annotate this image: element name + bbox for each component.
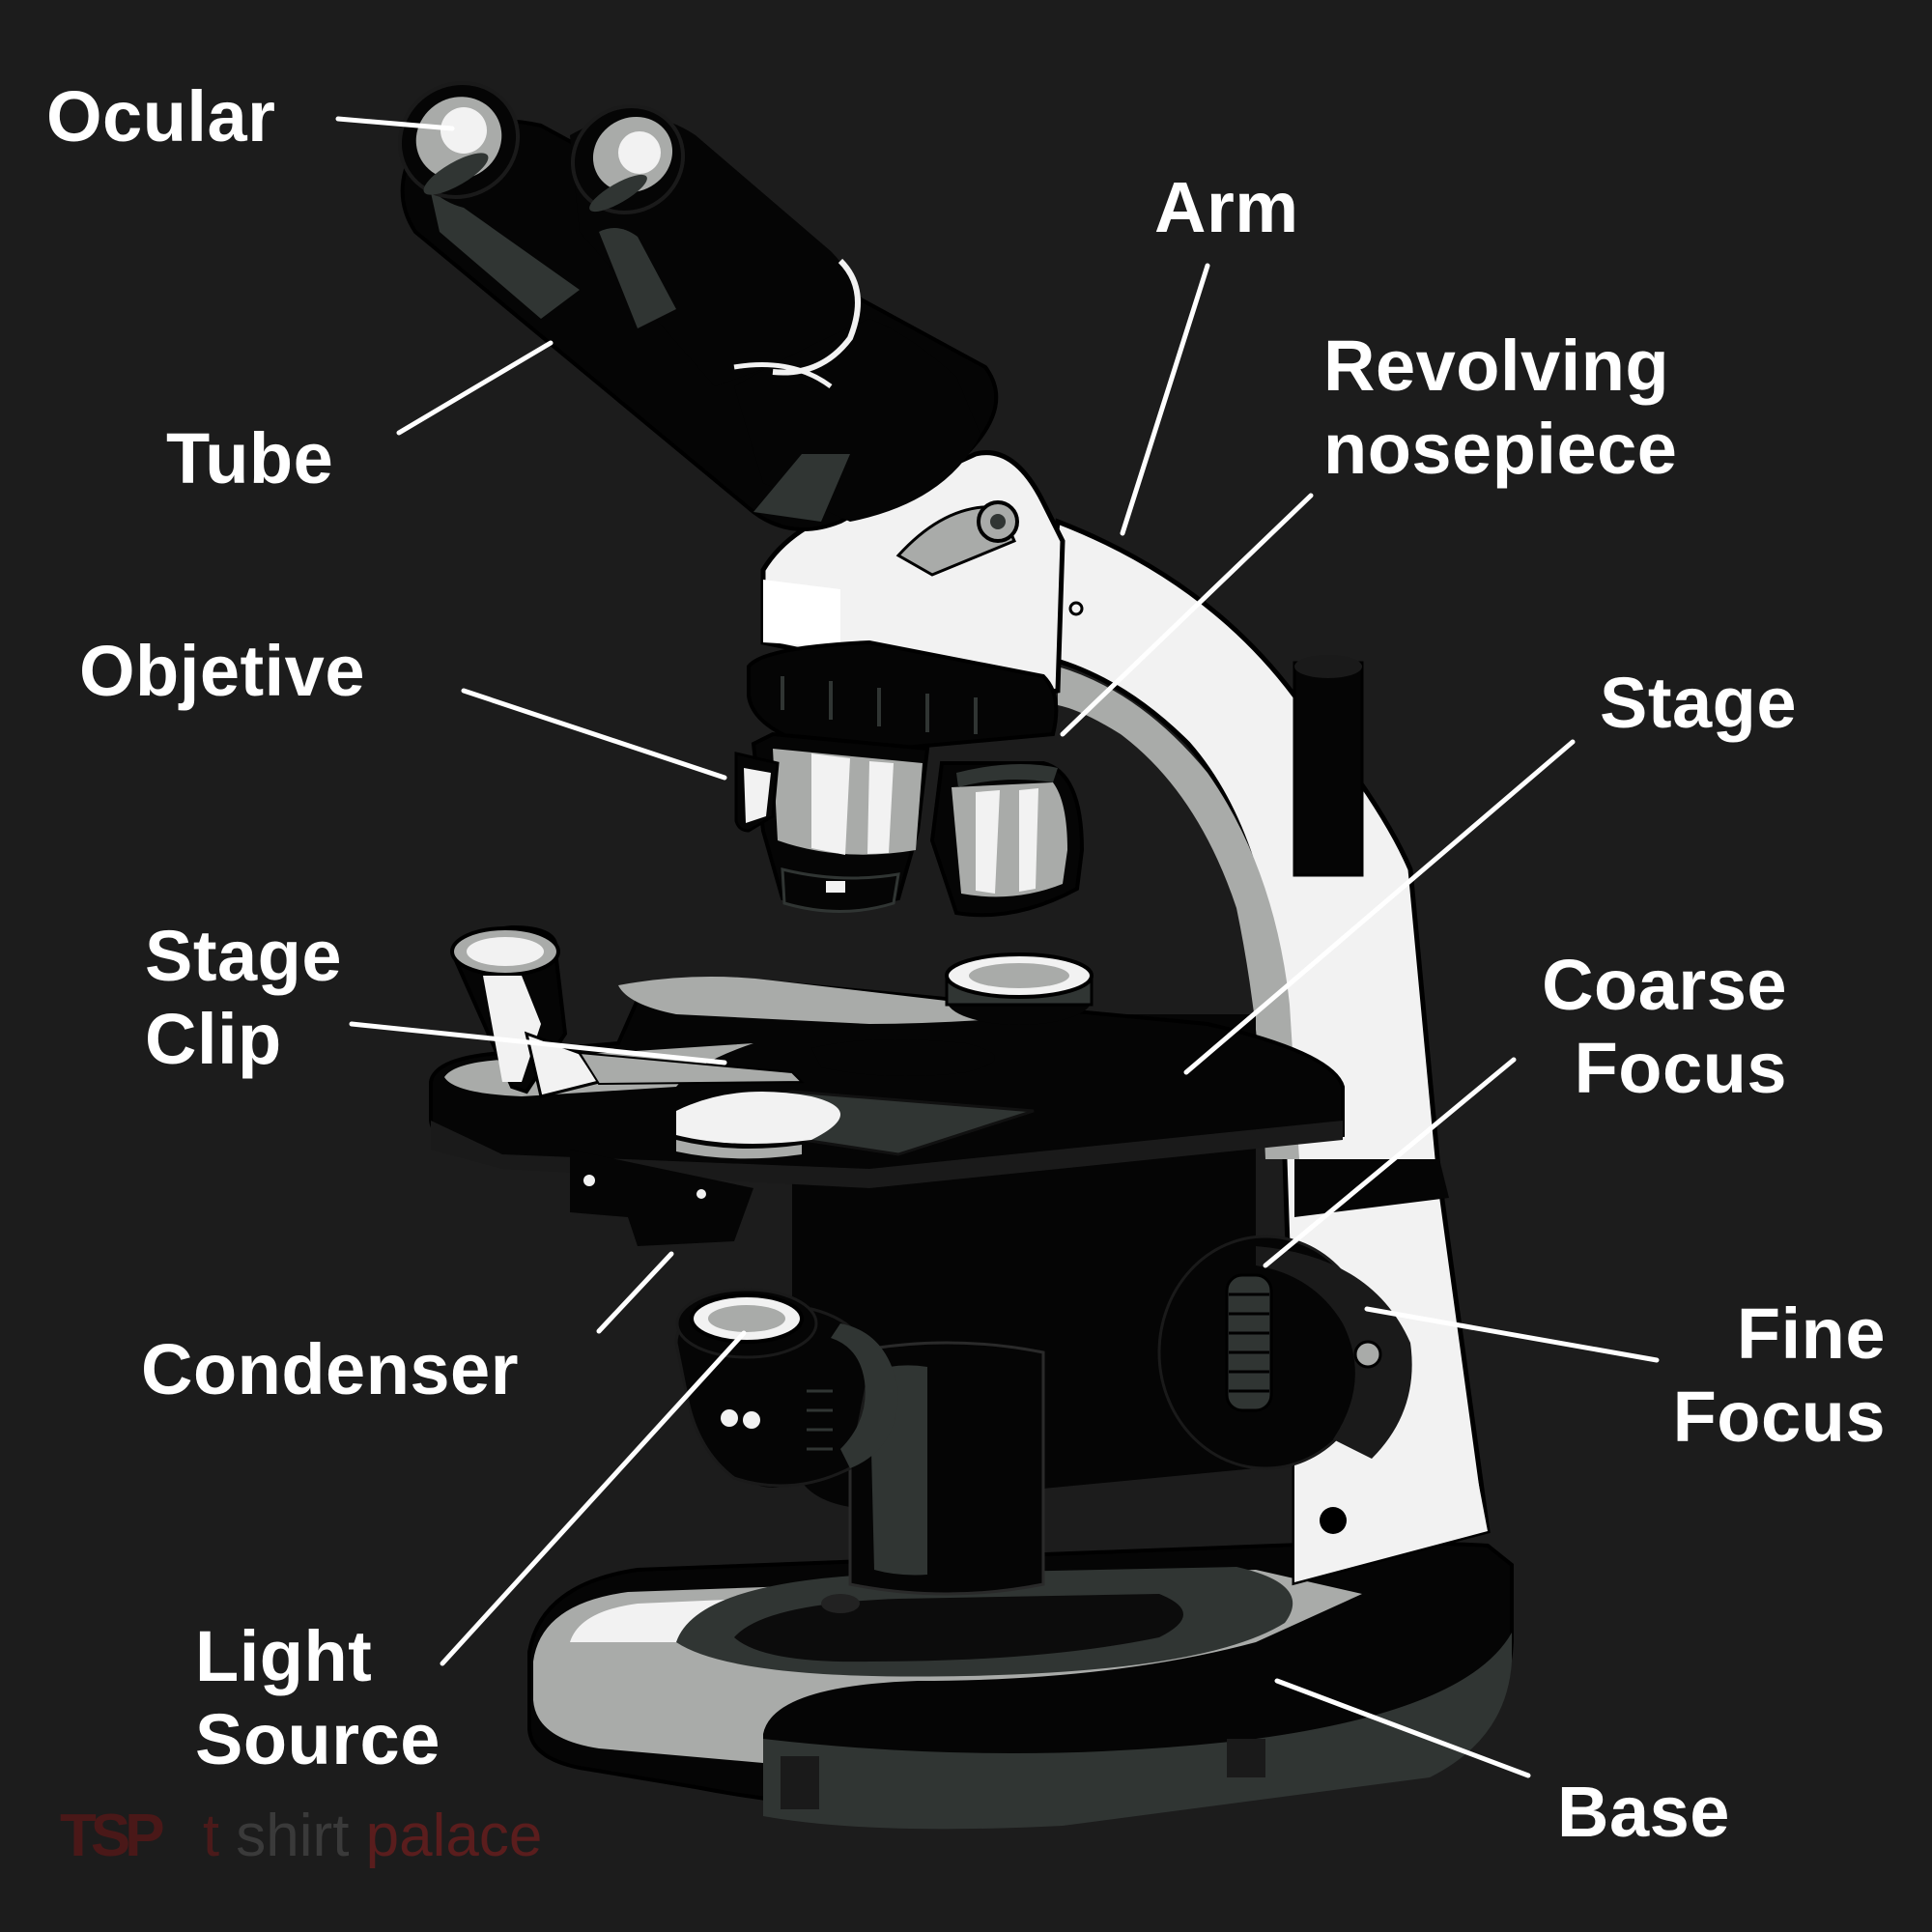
leader-stage-clip [349,1021,727,1065]
leader-condenser [596,1251,674,1334]
leader-fine-focus [1364,1306,1660,1363]
label-objective: Objetive [79,631,365,711]
label-stage: Stage [1600,663,1798,743]
focus-knob-assembly [1157,1235,1412,1470]
label-base: Base [1557,1772,1730,1852]
microscope-stage [429,977,1345,1246]
stage-knob [945,952,1094,1025]
label-revolving-nosepiece: Revolving nosepiece [1323,326,1678,489]
stage-clip-part [450,924,805,1098]
leader-ocular [335,116,455,131]
watermark-logo: TSP [60,1803,165,1869]
watermark-word-3: palace [365,1803,543,1869]
microscope-base [527,1541,1514,1830]
watermark-word-1: t [202,1803,220,1869]
label-tube: Tube [166,418,334,498]
leader-objective [461,688,727,781]
label-coarse-focus: Coarse Focus [1542,945,1787,1108]
label-condenser: Condenser [141,1329,520,1409]
label-light-source: Light Source [195,1616,440,1779]
revolving-nosepiece-part [747,639,1059,756]
label-stage-clip: Stage Clip [145,916,343,1079]
binocular-tube [397,80,999,531]
watermark-word-2: shirt [236,1803,350,1869]
watermark: TSP t shirt palace [60,1803,542,1870]
light-source-knob [674,1288,898,1488]
leader-light-source [440,1330,747,1666]
objective-lenses [734,731,1085,918]
leader-arm [1120,263,1210,536]
leader-lines [335,116,1660,1778]
label-arm: Arm [1154,167,1299,247]
label-ocular: Ocular [46,76,276,156]
label-fine-focus: Fine Focus [1672,1293,1886,1457]
rack-post [1293,661,1364,877]
leader-base [1274,1678,1531,1778]
leader-tube [396,340,554,436]
leader-stage [1183,739,1576,1075]
leader-coarse-focus [1263,1057,1517,1268]
leader-revolving-nosepiece [1060,493,1314,737]
